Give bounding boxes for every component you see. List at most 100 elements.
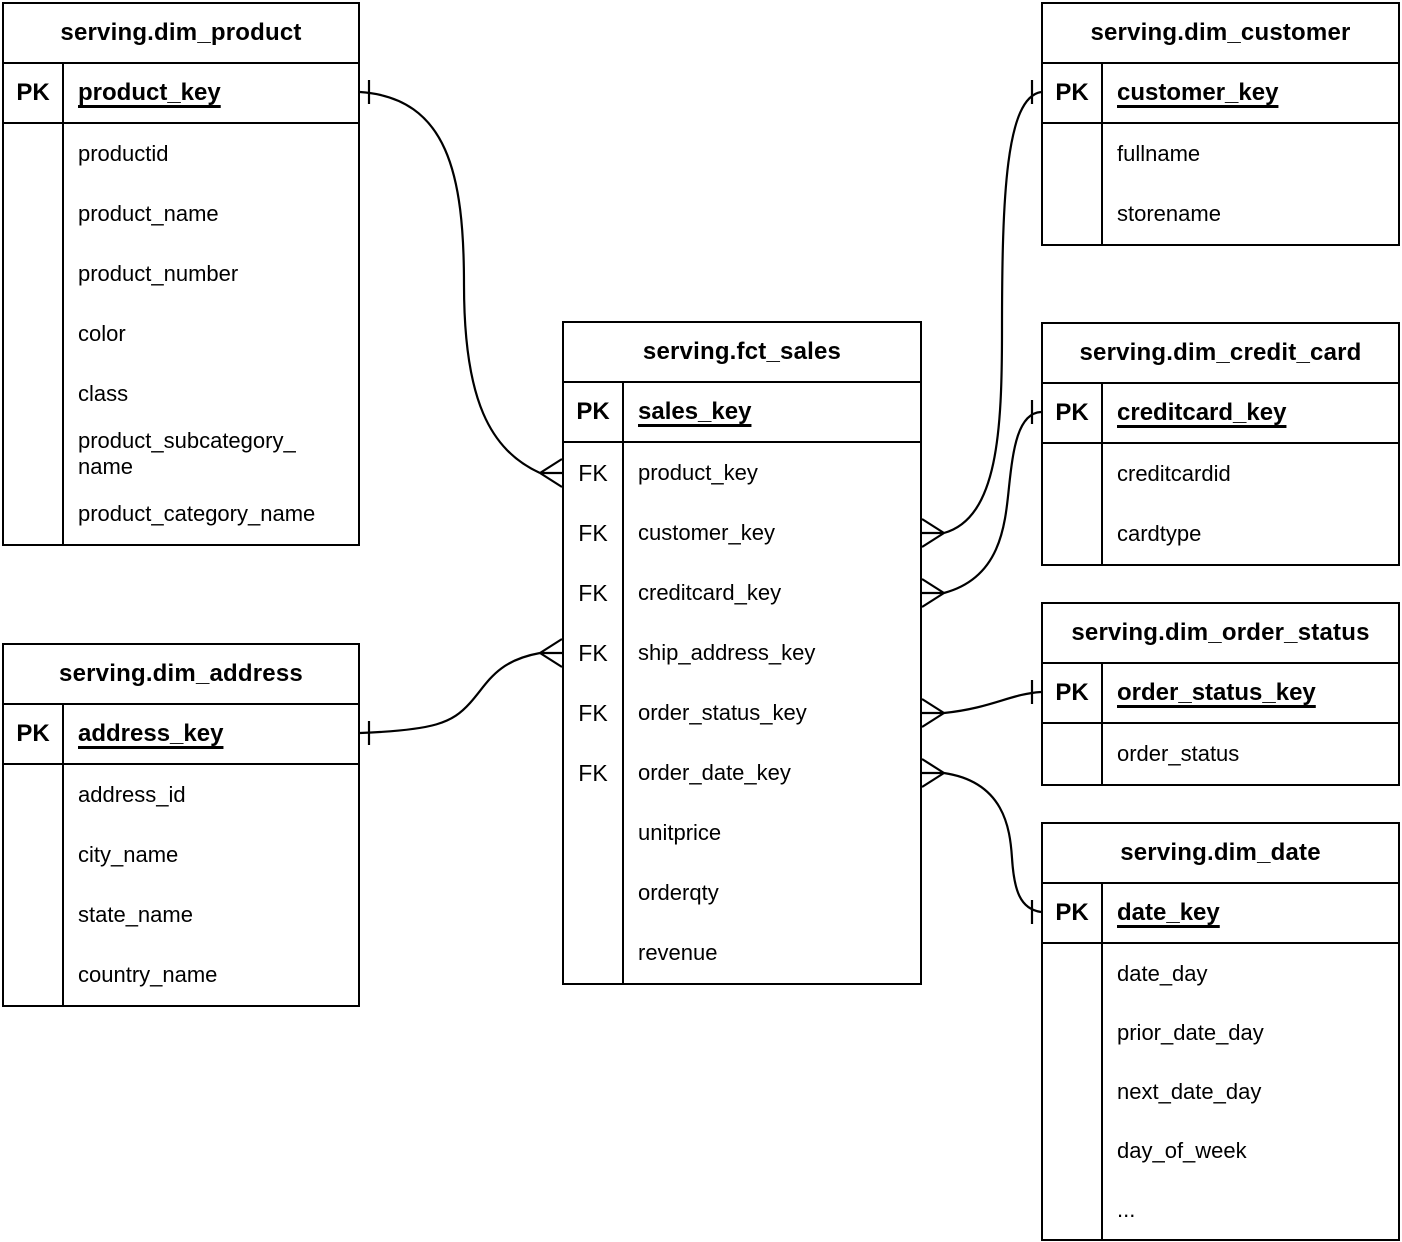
field-name: day_of_week [1117,1137,1247,1163]
field-key-badge [4,364,64,424]
field-row: city_name [4,825,358,885]
field-row: FK ship_address_key [564,623,920,683]
field-name: product_key [638,460,758,485]
field-name: product_subcategory_ name [78,428,296,479]
field-name: creditcardid [1117,461,1231,486]
field-key-badge [4,424,64,484]
field-key-badge [4,945,64,1005]
field-rows: date_day prior_date_day next_date_day da… [1043,944,1398,1239]
field-row: prior_date_day [1043,1003,1398,1062]
field-row: product_subcategory_ name [4,424,358,484]
table-dim-credit-card: serving.dim_credit_card PK creditcard_ke… [1041,322,1400,566]
crow-foot-many-marker [539,458,563,488]
crow-foot-many-marker [921,758,945,788]
field-row: address_id [4,765,358,825]
field-name: country_name [78,962,218,987]
field-name: prior_date_day [1117,1019,1264,1045]
pk-badge: PK [1043,884,1103,942]
field-row: ... [1043,1180,1398,1239]
field-name: address_id [78,782,186,807]
field-key-badge [4,885,64,945]
field-name: order_status [1117,741,1240,766]
field-row: creditcardid [1043,444,1398,504]
field-key-badge [1043,944,1103,1003]
relationship-line [359,651,541,735]
field-name: next_date_day [1117,1078,1262,1104]
crow-foot-many-marker [921,518,945,548]
relationship-line [359,90,541,474]
relationship-fct-sales-dim-order-status [921,680,1042,728]
field-row: fullname [1043,124,1398,184]
pk-field-name: creditcard_key [1117,399,1287,426]
pk-field-name: date_key [1117,899,1220,926]
pk-field-name: product_key [78,79,221,106]
field-name: color [78,321,126,346]
field-name: creditcard_key [638,580,782,605]
field-key-badge: FK [564,683,624,743]
field-name: city_name [78,842,179,867]
pk-badge: PK [4,705,64,763]
pk-row: PK order_status_key [1043,664,1398,724]
relationship-fct-sales-dim-date [921,758,1042,924]
crow-foot-many-marker [539,638,563,668]
field-row: orderqty [564,863,920,923]
field-row: order_status [1043,724,1398,784]
pk-badge: PK [564,383,624,441]
relationship-fct-sales-dim-customer [921,80,1042,548]
field-name: ship_address_key [638,640,816,665]
field-row: revenue [564,923,920,983]
field-key-badge [1043,124,1103,184]
field-row: productid [4,124,358,184]
field-rows: address_id city_name state_name country_… [4,765,358,1005]
field-key-badge: FK [564,623,624,683]
field-row: state_name [4,885,358,945]
relationship-line [943,690,1042,715]
table-dim-customer: serving.dim_customer PK customer_key ful… [1041,2,1400,246]
relationship-line [943,771,1042,914]
field-name: unitprice [638,820,722,845]
field-name: fullname [1117,141,1201,166]
pk-row: PK sales_key [564,383,920,443]
field-key-badge [1043,444,1103,504]
field-row: product_number [4,244,358,304]
field-name: date_day [1117,960,1208,986]
table-dim-date: serving.dim_date PK date_key date_day pr… [1041,822,1400,1241]
table-title: serving.dim_order_status [1043,604,1398,664]
table-dim-address: serving.dim_address PK address_key addre… [2,643,360,1007]
field-name: orderqty [638,880,719,905]
pk-badge: PK [1043,664,1103,722]
field-key-badge [4,304,64,364]
crow-foot-many-marker [921,698,945,728]
field-name: customer_key [638,520,775,545]
field-key-badge [1043,724,1103,784]
field-row: date_day [1043,944,1398,1003]
field-name: ... [1117,1196,1136,1222]
field-key-badge [564,863,624,923]
field-key-badge [4,825,64,885]
field-row: cardtype [1043,504,1398,564]
pk-field-name: customer_key [1117,79,1279,106]
pk-badge: PK [1043,64,1103,122]
field-row: class [4,364,358,424]
table-dim-product: serving.dim_product PK product_key produ… [2,2,360,546]
field-key-badge [4,484,64,544]
pk-field-name: order_status_key [1117,679,1316,706]
field-row: unitprice [564,803,920,863]
field-name: product_category_name [78,501,316,526]
pk-row: PK date_key [1043,884,1398,944]
field-name: order_date_key [638,760,791,785]
field-rows: productid product_name product_number co… [4,124,358,544]
field-key-badge [1043,1003,1103,1062]
table-dim-order-status: serving.dim_order_status PK order_status… [1041,602,1400,786]
field-key-badge [564,923,624,983]
table-title: serving.dim_customer [1043,4,1398,64]
field-key-badge [4,184,64,244]
pk-badge: PK [1043,384,1103,442]
